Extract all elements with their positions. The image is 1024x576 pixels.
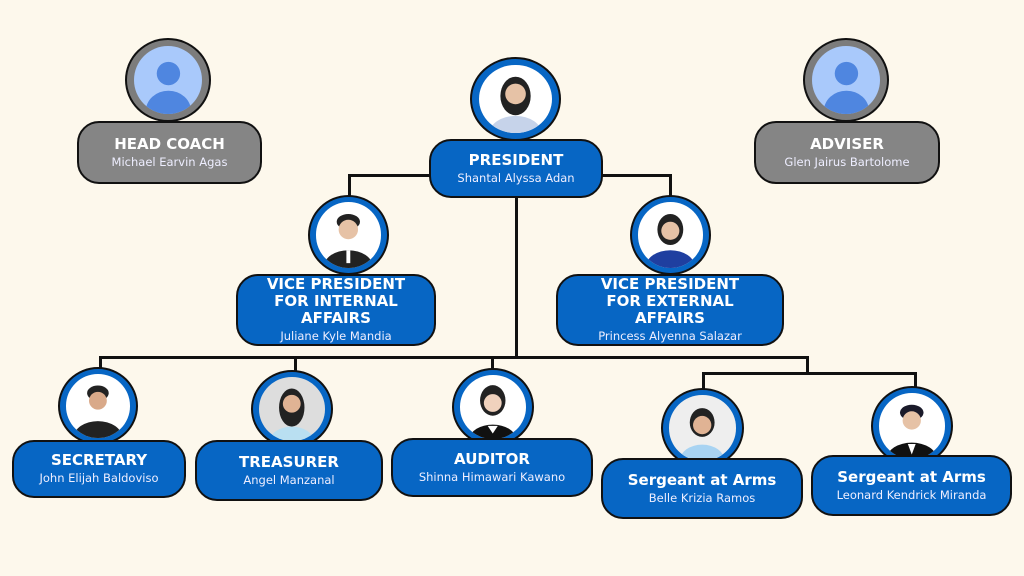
vp-internal-card: VICE PRESIDENT FOR INTERNAL AFFAIRS Juli…	[236, 274, 436, 346]
connector-line	[99, 356, 809, 359]
role-title: Sergeant at Arms	[837, 467, 986, 486]
person-photo-icon	[887, 405, 937, 459]
secretary-photo	[58, 367, 138, 445]
vp-internal-photo	[308, 195, 389, 275]
connector-line	[669, 174, 672, 198]
role-title: Sergeant at Arms	[627, 470, 777, 489]
role-title: AUDITOR	[454, 449, 530, 468]
person-photo-icon	[73, 385, 123, 438]
treasurer-photo	[251, 370, 333, 448]
connector-line	[294, 356, 297, 372]
person-photo-icon	[323, 214, 374, 268]
connector-line	[348, 174, 430, 177]
user-placeholder-icon	[823, 61, 869, 115]
auditor-photo	[452, 368, 534, 446]
vp-external-photo	[630, 195, 711, 275]
role-title: SECRETARY	[50, 451, 148, 469]
head-coach-card: HEAD COACH Michael Earvin Agas	[77, 121, 262, 184]
auditor-card: AUDITOR Shinna Himawari Kawano	[391, 438, 593, 497]
connector-line	[702, 372, 705, 392]
head-coach-avatar	[125, 38, 211, 122]
member-name: Belle Krizia Ramos	[648, 490, 756, 505]
member-name: Shantal Alyssa Adan	[457, 170, 575, 185]
member-name: John Elijah Baldoviso	[39, 471, 159, 485]
role-title: ADVISER	[810, 134, 884, 153]
person-photo-icon	[645, 214, 696, 268]
person-photo-icon	[489, 76, 542, 134]
connector-line	[806, 356, 809, 374]
member-name: Glen Jairus Bartolome	[784, 154, 910, 169]
adviser-card: ADVISER Glen Jairus Bartolome	[754, 121, 940, 184]
treasurer-card: TREASURER Angel Manzanal	[195, 440, 383, 501]
president-card: PRESIDENT Shantal Alyssa Adan	[429, 139, 603, 198]
role-title: TREASURER	[239, 452, 339, 471]
connector-line	[601, 174, 671, 177]
connector-line	[515, 195, 518, 358]
role-title: VICE PRESIDENT FOR EXTERNAL AFFAIRS	[600, 275, 740, 327]
sergeant-2-card: Sergeant at Arms Leonard Kendrick Mirand…	[811, 455, 1012, 516]
user-placeholder-icon	[145, 61, 191, 115]
person-photo-icon	[470, 385, 516, 439]
member-name: Shinna Himawari Kawano	[418, 469, 566, 484]
connector-line	[348, 174, 351, 198]
connector-line	[491, 356, 494, 372]
adviser-avatar	[803, 38, 889, 122]
role-title: HEAD COACH	[114, 134, 225, 153]
role-title: VICE PRESIDENT FOR INTERNAL AFFAIRS	[266, 275, 406, 327]
vp-external-card: VICE PRESIDENT FOR EXTERNAL AFFAIRS Prin…	[556, 274, 784, 346]
president-photo	[470, 57, 561, 141]
role-title: PRESIDENT	[468, 150, 564, 169]
person-photo-icon	[270, 388, 314, 441]
person-photo-icon	[680, 408, 725, 461]
member-name: Angel Manzanal	[243, 472, 335, 487]
member-name: Leonard Kendrick Miranda	[836, 487, 987, 502]
connector-line	[914, 372, 917, 390]
member-name: Princess Alyenna Salazar	[598, 329, 742, 343]
sergeant-2-photo	[871, 386, 953, 466]
member-name: Juliane Kyle Mandia	[280, 329, 392, 343]
connector-line	[99, 356, 102, 370]
member-name: Michael Earvin Agas	[111, 154, 228, 169]
secretary-card: SECRETARY John Elijah Baldoviso	[12, 440, 186, 498]
connector-line	[702, 372, 917, 375]
sergeant-1-card: Sergeant at Arms Belle Krizia Ramos	[601, 458, 803, 519]
sergeant-1-photo	[661, 388, 744, 468]
